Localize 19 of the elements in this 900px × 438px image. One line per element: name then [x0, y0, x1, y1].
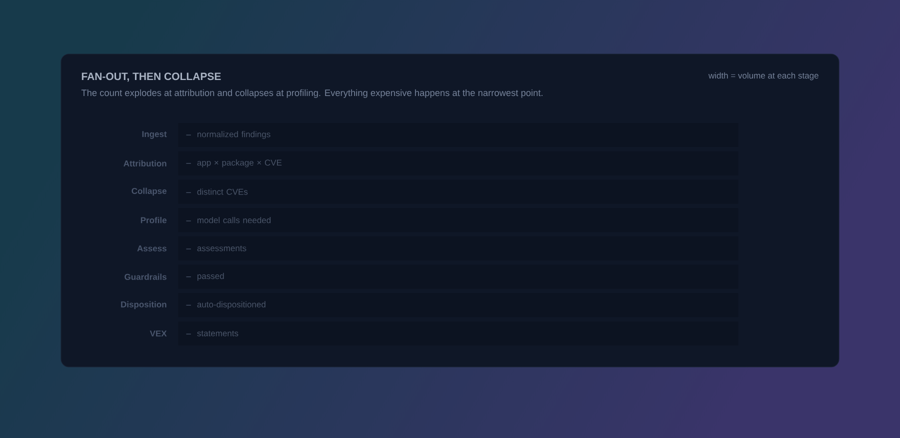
stage-label: Disposition: [121, 301, 166, 310]
stage-label: Ingest: [142, 131, 167, 139]
funnel-bar: – normalized findings: [178, 122, 738, 147]
stage-label: Collapse: [132, 188, 167, 196]
note: width = volume at each stage: [708, 72, 818, 80]
stage-label: VEX: [150, 330, 167, 336]
funnel-bar: – model calls needed: [178, 208, 738, 232]
stage-label: Guardrails: [124, 274, 166, 280]
title: FAN-OUT, THEN COLLAPSE: [82, 72, 221, 82]
stage-label: Attribution: [124, 160, 166, 166]
funnel-bar: – statements: [178, 322, 738, 346]
stage-label: Assess: [137, 245, 166, 252]
funnel-bar: – app × package × CVE: [178, 151, 738, 176]
funnel-bar: – distinct CVEs: [178, 180, 738, 204]
stage-label: Profile: [140, 216, 167, 224]
funnel-bar: – auto-dispositioned: [178, 293, 738, 318]
funnel-bar: – assessments: [178, 236, 738, 260]
funnel-bar: – passed: [178, 264, 738, 289]
subtitle: The count explodes at attribution and collapses at profiling. Everything expensive happens at the narrowest point.: [81, 89, 542, 98]
